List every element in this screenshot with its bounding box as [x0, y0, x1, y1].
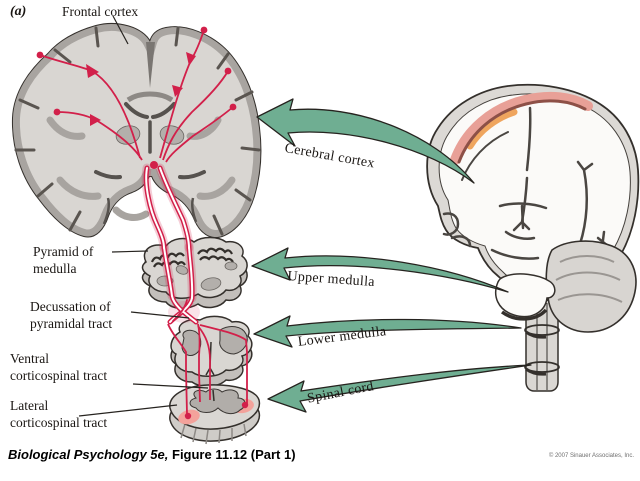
sagittal-brain-illustration [426, 83, 640, 392]
pons [494, 273, 556, 321]
label-pyramid-of-medulla: Pyramid of medulla [33, 244, 94, 276]
cerebellum [545, 240, 637, 333]
panel-label: (a) [10, 4, 27, 19]
central-fissure [212, 389, 215, 402]
upper-medulla-arrow [251, 247, 509, 293]
label-ventral-corticospinal: Ventral corticospinal tract [10, 351, 108, 383]
figure-caption: Biological Psychology 5e, Figure 11.12 (… [8, 447, 296, 462]
copyright-notice: © 2007 Sinauer Associates, Inc. [548, 453, 634, 459]
inferior-olives [150, 247, 234, 268]
label-decussation: Decussation of pyramidal tract [30, 299, 113, 331]
label-lateral-corticospinal: Lateral corticospinal tract [10, 398, 108, 430]
coronal-sulci [14, 26, 261, 236]
caption-figure-ref: Figure 11.12 (Part 1) [168, 447, 296, 462]
frontal-cortex-leader [112, 15, 129, 45]
pyramid-leader [111, 250, 149, 253]
caption-book-title: Biological Psychology 5e, [8, 447, 169, 462]
label-frontal-cortex: Frontal cortex [62, 4, 139, 19]
ventral-tract-leader [132, 383, 209, 389]
longitudinal-fissure [146, 42, 155, 88]
fiber-arrowheads [86, 52, 196, 126]
brainstem-column [524, 299, 560, 392]
region-arrows [251, 98, 532, 413]
spinal-front-ribs [180, 423, 247, 445]
lower-medulla-arrow [253, 315, 522, 348]
decussation-leader [130, 311, 190, 319]
spinal-cord-arrow [267, 364, 532, 413]
corticospinal-fibers [36, 26, 249, 420]
fiber-origin-dots [36, 26, 237, 169]
motor-cortex-highlight [450, 91, 593, 165]
coronal-brain-illustration [11, 22, 262, 238]
ventricles [94, 91, 206, 225]
cerebral-cortex-arrow [256, 98, 475, 184]
leader-lines [78, 15, 209, 417]
lateral-tract-leader [78, 404, 178, 417]
lower-medulla-section [170, 315, 253, 387]
spinal-cord-section [169, 384, 261, 445]
